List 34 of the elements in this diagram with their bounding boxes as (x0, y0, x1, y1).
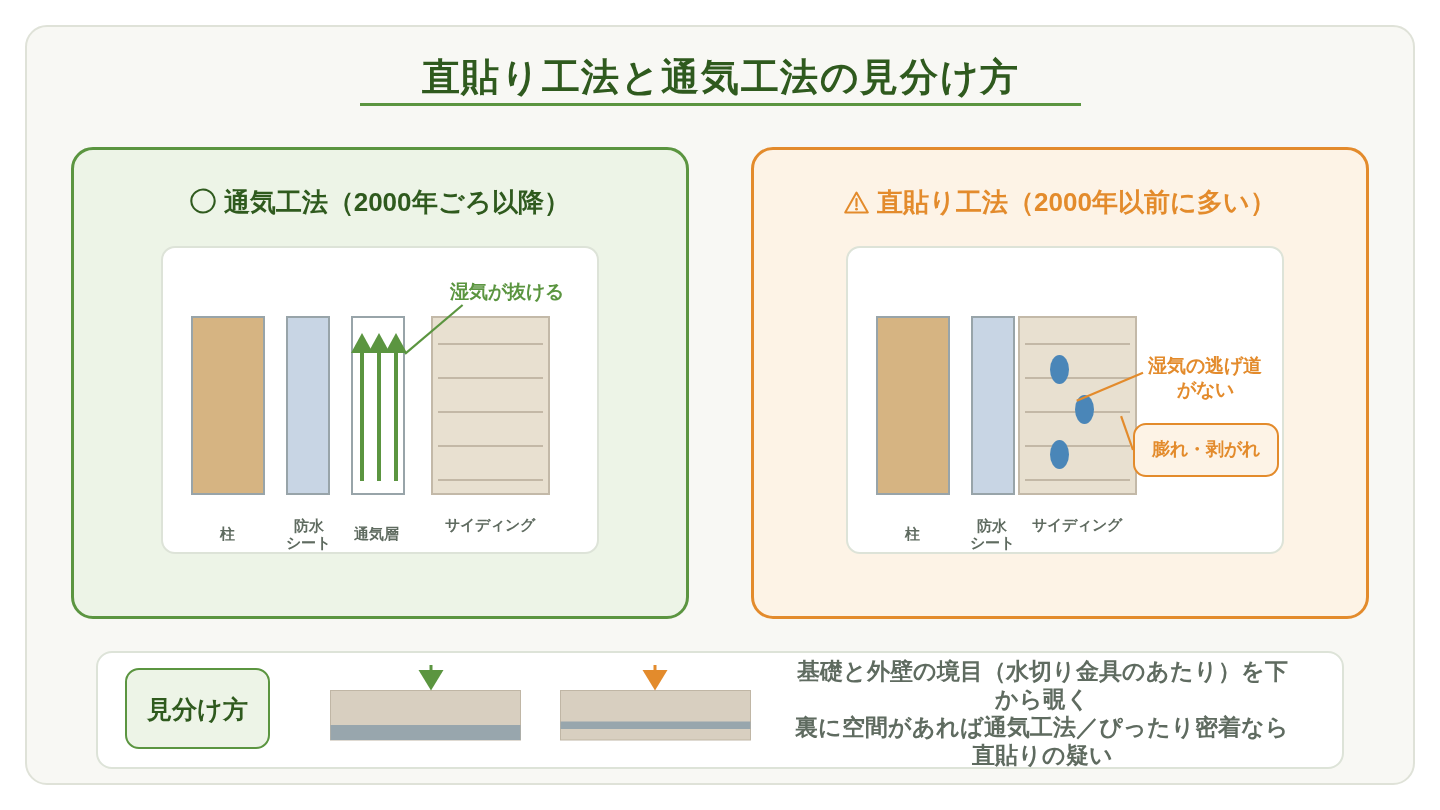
annotation-text: 湿気の逃げ道がない (1143, 354, 1267, 402)
blister (1049, 355, 1069, 384)
wall-layer (351, 316, 405, 495)
blister (1049, 440, 1069, 469)
instruction-text: 裏に空間があれば通気工法／ぴったり密着なら直貼りの疑い (794, 712, 1290, 769)
wall-layer (286, 316, 330, 495)
diagram-card (846, 246, 1284, 554)
leader-line (1076, 371, 1144, 402)
diagram-card (161, 246, 599, 554)
annotation-text: 湿気が抜ける (449, 276, 564, 305)
layer-label: サイディング (444, 515, 535, 532)
layer-label: 防水シート (968, 517, 1016, 551)
panel-heading: 直貼り工法（2000年以前に多い） (877, 186, 1276, 219)
blister (1074, 395, 1094, 424)
wall-layer (971, 316, 1015, 495)
layer-label: 柱 (220, 524, 235, 542)
callout-box: 膨れ・剥がれ (1133, 423, 1279, 477)
label-box: 見分け方 (125, 668, 270, 749)
leader-line (404, 304, 464, 355)
panel-heading: ◯ 通気工法（2000年ごろ以降） (190, 186, 570, 219)
wall-layer (431, 316, 550, 495)
wall-layer (191, 316, 265, 495)
method-panel (751, 147, 1369, 619)
layer-label: 通気層 (354, 524, 399, 542)
layer-label: サイディング (1032, 515, 1122, 532)
instruction-text: 基礎と外壁の境目（水切り金具のあたり）を下から覗く (795, 657, 1289, 713)
method-panel (71, 147, 689, 619)
layer-label: 防水シート (285, 517, 332, 551)
layer-label: 柱 (904, 524, 920, 542)
title: 直貼り工法と通気工法の見分け方 (421, 54, 1020, 100)
leader-line (1120, 415, 1135, 451)
wall-layer (1018, 316, 1137, 495)
wall-layer (876, 316, 950, 495)
tips-card (96, 651, 1344, 769)
